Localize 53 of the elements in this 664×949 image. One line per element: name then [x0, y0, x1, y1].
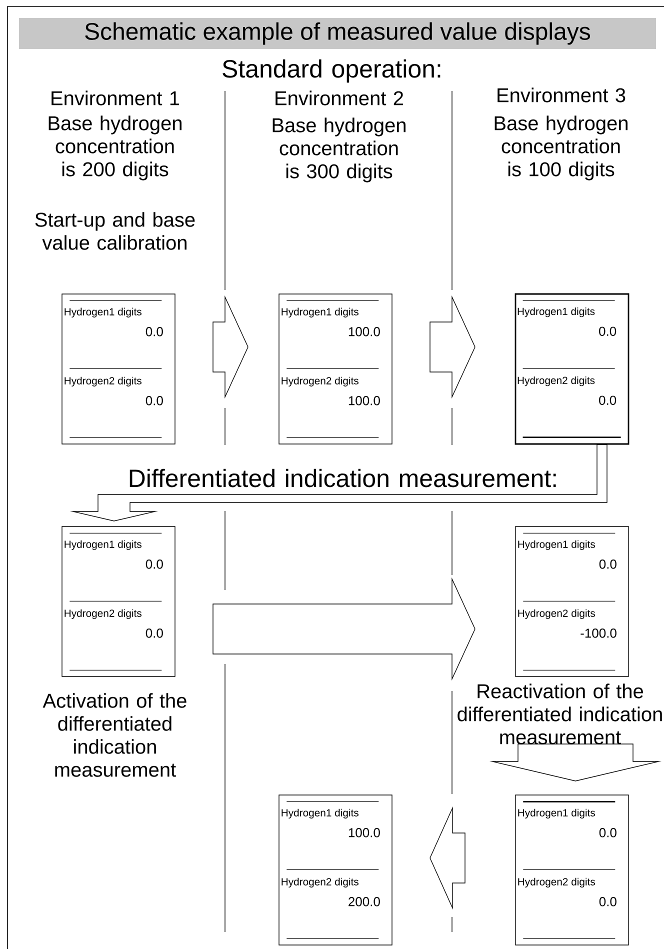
display-panel	[62, 294, 176, 444]
heading: Base hydrogen concentration is 300 digits	[272, 118, 406, 182]
reading-value: 0.0	[146, 560, 163, 569]
block-arrow	[430, 806, 466, 910]
field-label: Hydrogen2 digits	[518, 878, 595, 888]
field-label: Hydrogen1 digits	[64, 308, 142, 318]
heading: Differentiated indication measurement:	[130, 468, 556, 488]
node-label: Start-up and base value calibration	[35, 212, 195, 250]
reading-value: 0.0	[599, 326, 616, 336]
reading-value: 100.0	[348, 396, 380, 406]
heading: Environment 1	[52, 90, 180, 106]
field-label: Hydrogen1 digits	[518, 307, 595, 318]
field-label: Hydrogen2 digits	[64, 376, 142, 386]
heading: Environment 3	[498, 88, 626, 102]
block-arrow	[70, 444, 608, 522]
heading: Base hydrogen concentration is 100 digits	[494, 116, 628, 180]
reading-value: 0.0	[599, 897, 616, 906]
reading-value: 200.0	[348, 897, 380, 906]
title-bar: Schematic example of measured value displays	[19, 18, 656, 49]
display-panel	[515, 526, 629, 677]
field-label: Hydrogen2 digits	[518, 376, 595, 386]
display-panel	[62, 526, 176, 677]
field-label: Hydrogen1 digits	[282, 308, 358, 318]
reading-value: 0.0	[599, 828, 616, 838]
block-arrow	[212, 577, 476, 681]
node-label: Reactivation of the differentiated indication measurement	[458, 684, 662, 744]
field-label: Hydrogen1 digits	[282, 808, 358, 818]
block-arrow	[489, 744, 662, 782]
reading-value: 0.0	[146, 327, 163, 336]
field-label: Hydrogen1 digits	[518, 540, 595, 550]
display-panel	[278, 294, 392, 444]
heading: Base hydrogen concentration is 200 digits	[48, 116, 182, 180]
display-panel	[514, 293, 630, 445]
field-label: Hydrogen2 digits	[282, 878, 358, 888]
node-label: Activation of the differentiated indication measurement	[42, 693, 186, 777]
block-arrow	[212, 295, 248, 399]
reading-value: 0.0	[146, 628, 163, 638]
reading-value: 0.0	[146, 396, 163, 406]
display-panel	[278, 794, 392, 946]
display-panel	[515, 794, 629, 946]
field-label: Hydrogen2 digits	[282, 376, 358, 386]
reading-value: 0.0	[599, 560, 616, 569]
heading: Environment 2	[276, 90, 403, 106]
heading: Standard operation:	[222, 59, 440, 83]
block-arrow	[430, 295, 476, 399]
reading-value: 0.0	[599, 396, 616, 405]
reading-value: -100.0	[580, 628, 616, 638]
reading-value: 100.0	[348, 327, 380, 336]
reading-value: 100.0	[348, 828, 380, 838]
field-label: Hydrogen1 digits	[518, 808, 595, 818]
field-label: Hydrogen2 digits	[518, 609, 595, 619]
field-label: Hydrogen1 digits	[64, 540, 142, 550]
field-label: Hydrogen2 digits	[64, 609, 142, 619]
